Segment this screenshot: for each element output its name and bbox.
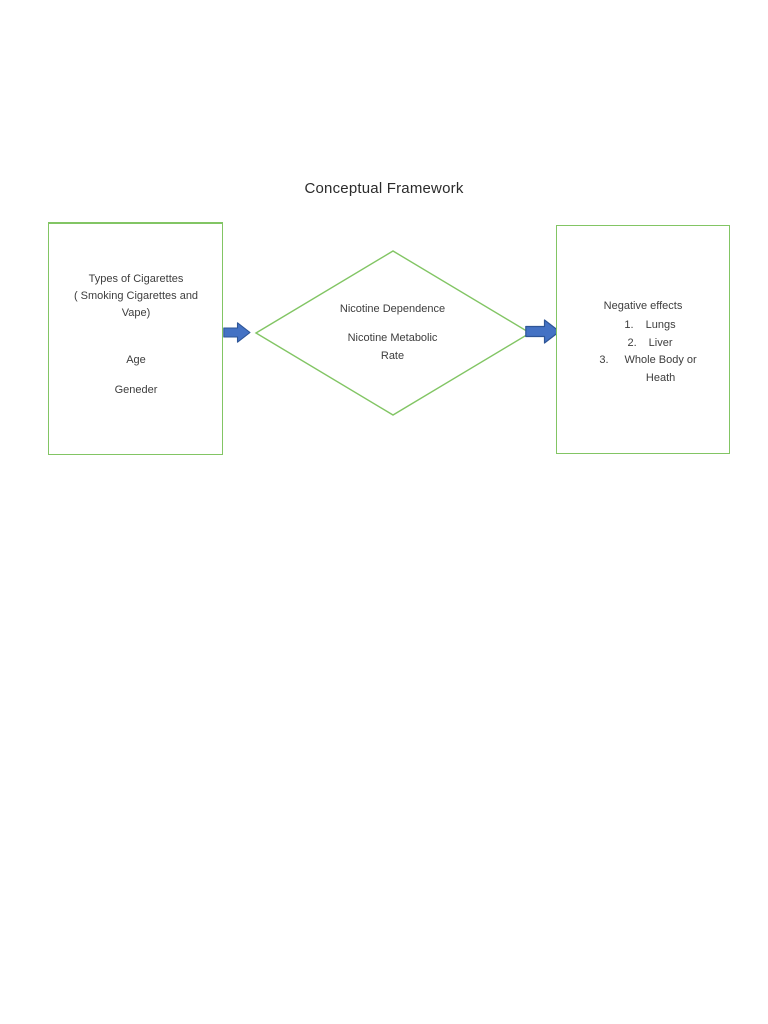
list-item-number: 2. bbox=[627, 336, 637, 349]
left-box-line: ( Smoking Cigarettes and bbox=[73, 290, 199, 302]
list-item-label: Whole Body or Heath bbox=[624, 354, 697, 384]
gender-label: Geneder bbox=[114, 384, 158, 396]
diamond-line: Rate bbox=[380, 350, 405, 362]
list-item-number: 1. bbox=[624, 319, 634, 331]
diamond-line: Nicotine Dependence bbox=[339, 303, 446, 315]
independent-variables-text: Types of Cigarettes ( Smoking Cigarettes… bbox=[49, 271, 223, 399]
negative-effects-box bbox=[556, 225, 730, 454]
left-box-line: Types of Cigarettes bbox=[88, 273, 184, 285]
independent-variables-box bbox=[48, 222, 223, 455]
list-item: 2. Liver bbox=[571, 335, 729, 353]
list-item-number: 3. bbox=[599, 354, 609, 366]
left-flow-arrow-icon bbox=[223, 322, 251, 343]
negative-effects-list: 1. Lungs 2. Liver 3. Whole Body or Heath bbox=[557, 317, 729, 387]
list-item-label: Liver bbox=[648, 336, 673, 349]
page-title: Conceptual Framework bbox=[304, 180, 464, 197]
age-label: Age bbox=[126, 354, 146, 366]
right-flow-arrow-icon bbox=[525, 319, 561, 344]
left-box-line: Vape) bbox=[121, 307, 151, 319]
negative-effects-heading: Negative effects bbox=[603, 300, 683, 312]
diamond-line: Nicotine Metabolic bbox=[347, 332, 438, 344]
list-item: 3. Whole Body or Heath bbox=[571, 352, 729, 387]
list-item: 1. Lungs bbox=[571, 317, 729, 335]
list-item-label: Lungs bbox=[645, 319, 676, 331]
mediating-variables-text: Nicotine Dependence Nicotine Metabolic R… bbox=[250, 300, 535, 365]
